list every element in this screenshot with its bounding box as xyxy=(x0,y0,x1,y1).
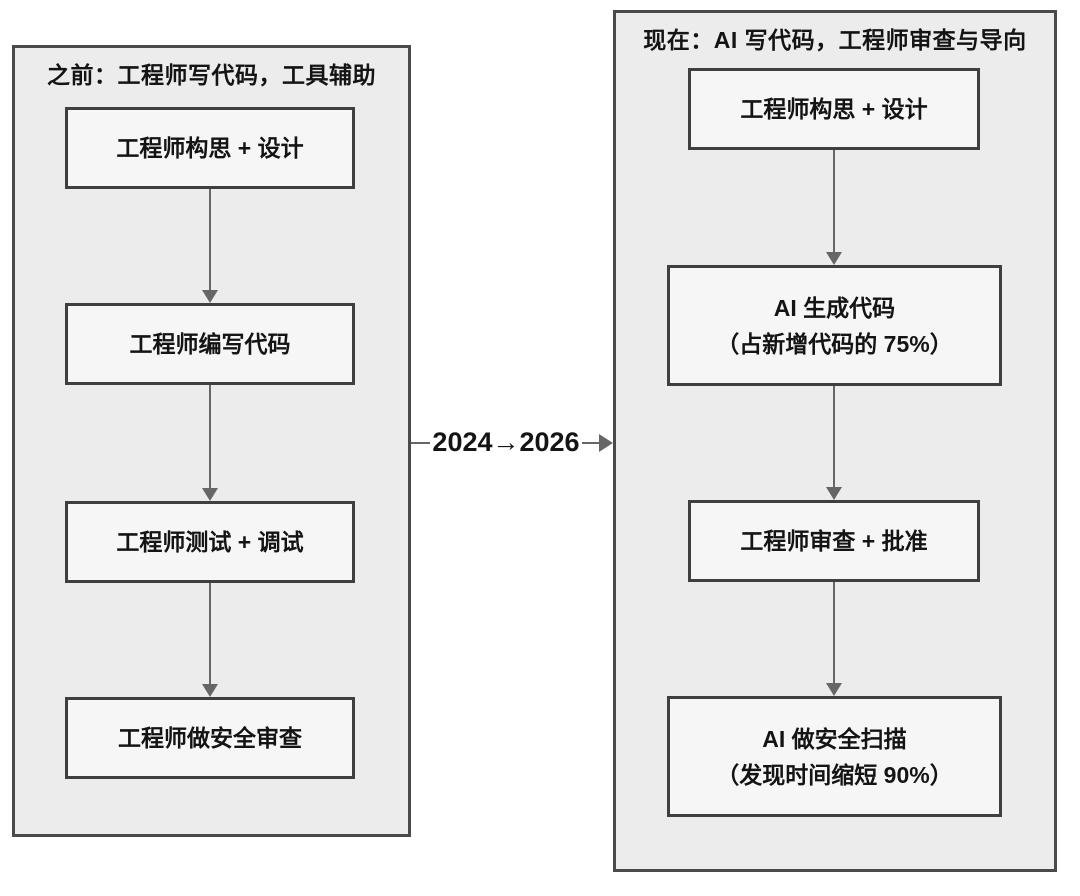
arrow-line xyxy=(833,582,835,683)
step-label: 工程师构思 + 设计 xyxy=(116,135,304,161)
step-before-test-debug: 工程师测试 + 调试 xyxy=(65,501,355,583)
step-before-security-review: 工程师做安全审查 xyxy=(65,697,355,779)
step-now-review-approve: 工程师审查 + 批准 xyxy=(688,500,980,582)
arrow-line xyxy=(209,583,211,684)
step-now-design: 工程师构思 + 设计 xyxy=(688,68,980,150)
arrow-head-down-icon xyxy=(826,683,842,696)
step-label: AI 做安全扫描 xyxy=(762,725,907,752)
step-now-ai-generates-code: AI 生成代码 （占新增代码的 75%） xyxy=(667,265,1002,386)
step-sublabel: （发现时间缩短 90%） xyxy=(716,761,953,788)
arrow-line xyxy=(209,385,211,488)
arrow-line xyxy=(833,150,835,252)
arrow-head-down-icon xyxy=(826,487,842,500)
arrow-line xyxy=(833,386,835,487)
arrow-head-down-icon xyxy=(202,684,218,697)
step-now-ai-security-scan: AI 做安全扫描 （发现时间缩短 90%） xyxy=(667,696,1002,817)
transition-label-text: 2024→2026 xyxy=(430,426,582,457)
panel-now: 现在：AI 写代码，工程师审查与导向 工程师构思 + 设计 AI 生成代码 （占… xyxy=(613,10,1057,872)
panel-before-title: 之前：工程师写代码，工具辅助 xyxy=(47,62,376,88)
step-label: AI 生成代码 xyxy=(773,294,896,321)
step-label: 工程师审查 + 批准 xyxy=(740,528,928,554)
step-label: 工程师测试 + 调试 xyxy=(116,529,304,555)
step-sublabel: （占新增代码的 75%） xyxy=(716,330,953,357)
step-before-write-code: 工程师编写代码 xyxy=(65,303,355,385)
arrow-line xyxy=(209,189,211,290)
arrow-head-right-icon xyxy=(599,434,613,452)
arrow-head-down-icon xyxy=(202,488,218,501)
step-label: 工程师构思 + 设计 xyxy=(740,96,928,122)
arrow-head-down-icon xyxy=(202,290,218,303)
transition-label: 2024→2026 xyxy=(411,426,601,458)
panel-now-title: 现在：AI 写代码，工程师审查与导向 xyxy=(643,27,1027,53)
step-before-design: 工程师构思 + 设计 xyxy=(65,107,355,189)
panel-before: 之前：工程师写代码，工具辅助 工程师构思 + 设计 工程师编写代码 工程师测试 … xyxy=(12,45,411,837)
step-label: 工程师做安全审查 xyxy=(118,725,302,751)
arrow-head-down-icon xyxy=(826,252,842,265)
step-label: 工程师编写代码 xyxy=(129,331,291,357)
